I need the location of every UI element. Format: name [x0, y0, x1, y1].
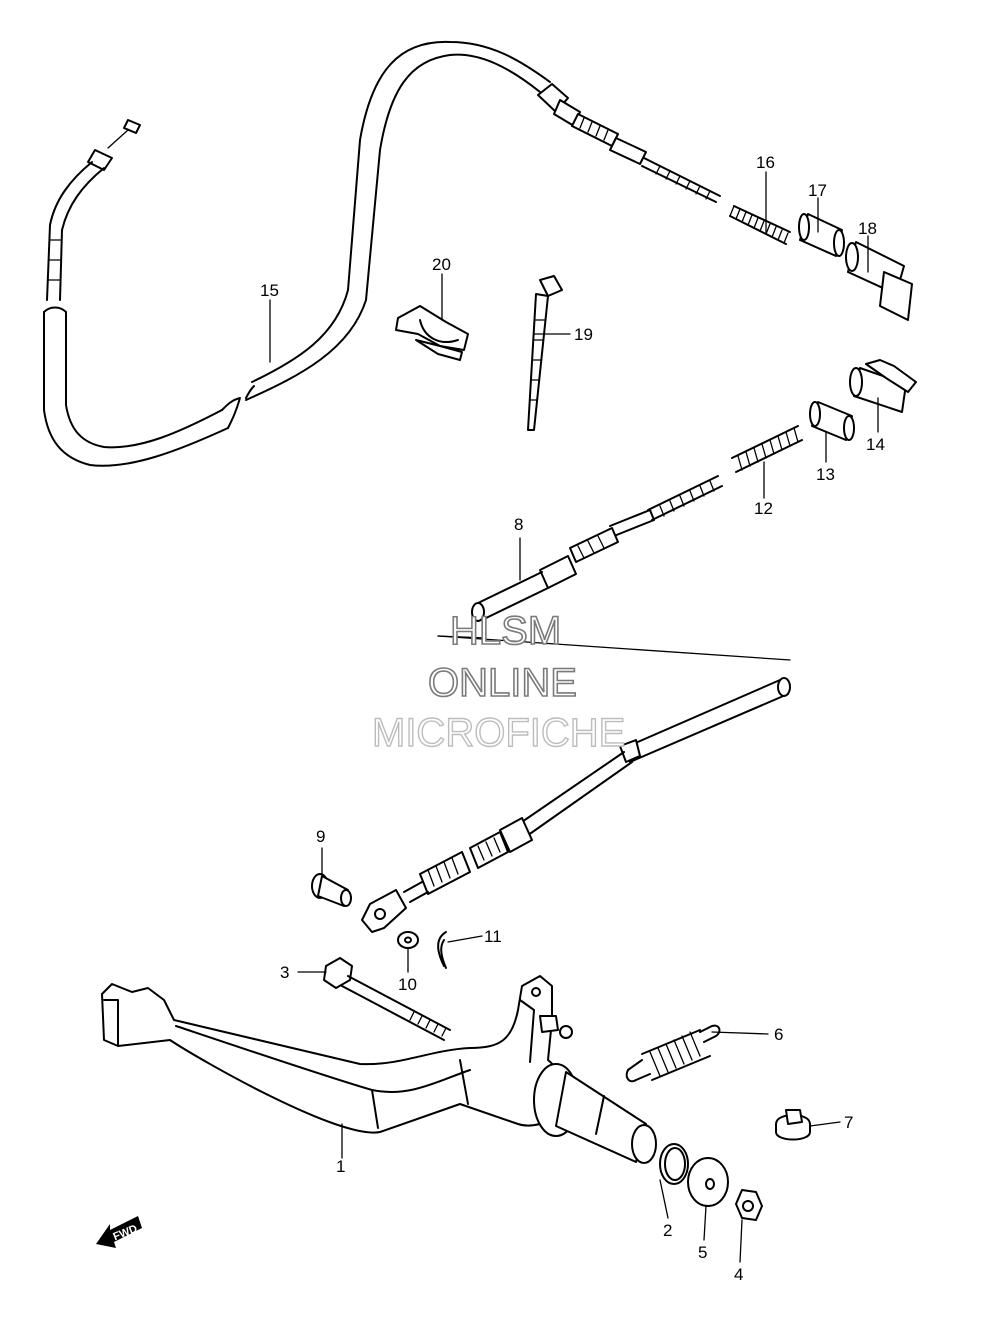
part-11-cotter-pin	[437, 931, 447, 969]
part-19-band	[527, 275, 563, 431]
part-13-collar	[809, 401, 855, 441]
part-4-nut	[735, 1189, 763, 1221]
part-12-spring	[731, 425, 803, 473]
watermark: HLSM ONLINE MICROFICHE	[371, 608, 626, 756]
part-7-nut	[775, 1109, 811, 1141]
callout-2: 2	[663, 1221, 672, 1240]
callout-20: 20	[432, 255, 451, 274]
callout-10: 10	[398, 975, 417, 994]
part-10-washer	[397, 931, 419, 949]
fwd-arrow-icon: FWD	[96, 1216, 142, 1248]
part-2-o-ring	[659, 1143, 689, 1185]
callout-5: 5	[698, 1243, 707, 1262]
callout-15: 15	[260, 281, 279, 300]
part-18-joint	[845, 241, 913, 321]
part-16-spring	[729, 205, 791, 245]
callout-9: 9	[316, 827, 325, 846]
callout-7: 7	[844, 1113, 853, 1132]
part-3-bolt	[323, 957, 451, 1041]
part-5-washer	[687, 1157, 729, 1207]
callout-6: 6	[774, 1025, 783, 1044]
part-20-clamp	[395, 305, 469, 361]
watermark-line-2: ONLINE	[428, 661, 577, 705]
watermark-line-1: HLSM	[450, 609, 561, 653]
part-17-collar	[798, 213, 845, 257]
part-14-joint	[849, 359, 917, 413]
part-15-cable	[43, 40, 721, 467]
callout-3: 3	[280, 963, 289, 982]
callout-17: 17	[808, 181, 827, 200]
callout-16: 16	[756, 153, 775, 172]
callout-8: 8	[514, 515, 523, 534]
callout-19: 19	[574, 325, 593, 344]
callout-labels: 1 2 3 4 5 6 7 8 9 10 11 12 13 14 15 16 1…	[260, 153, 885, 1284]
part-1-brake-pedal	[101, 975, 657, 1164]
watermark-line-3: MICROFICHE	[372, 711, 625, 755]
part-6-spring	[625, 1024, 721, 1083]
leader-lines	[269, 171, 879, 1263]
cable-break-lines	[437, 635, 791, 661]
callout-14: 14	[866, 435, 885, 454]
callout-12: 12	[754, 499, 773, 518]
part-8-cable-lower	[361, 677, 791, 933]
callout-13: 13	[816, 465, 835, 484]
callout-4: 4	[734, 1265, 743, 1284]
part-9-pin	[311, 873, 352, 907]
fwd-label: FWD	[111, 1223, 139, 1244]
callout-11: 11	[484, 927, 502, 946]
part-8-cable-upper	[471, 475, 723, 622]
callout-18: 18	[858, 219, 877, 238]
callout-1: 1	[336, 1157, 345, 1176]
